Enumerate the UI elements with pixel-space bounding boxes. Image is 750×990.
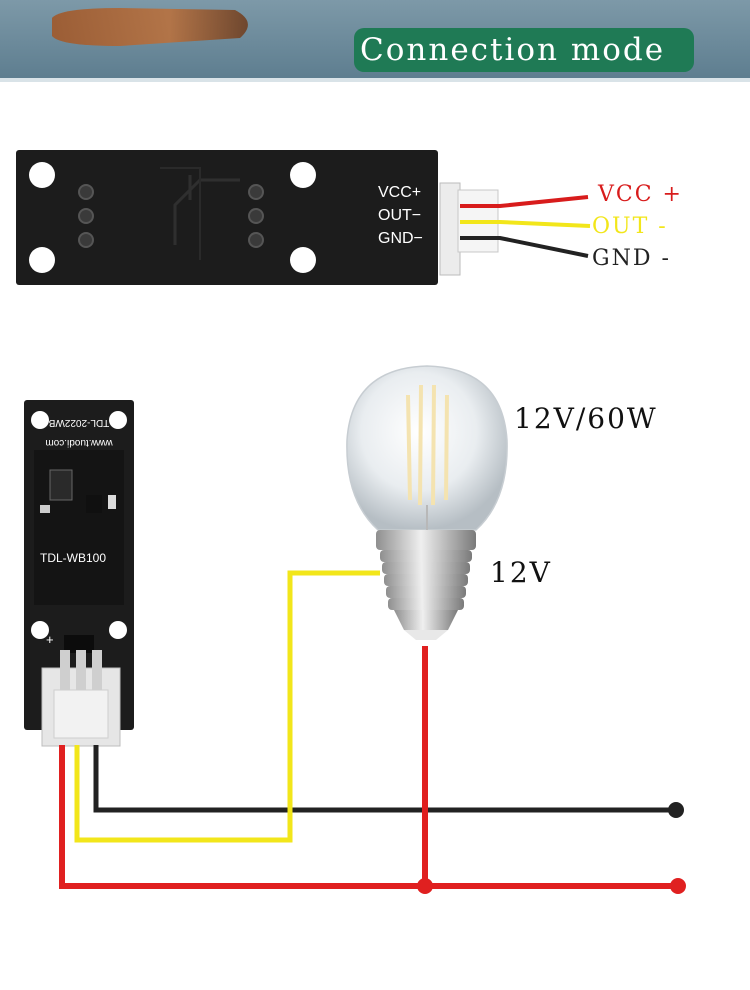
wire-vcc [59, 745, 678, 889]
wire-out [74, 570, 380, 843]
wire-label-gnd: GND - [592, 246, 671, 271]
pin-label-gnd: GND− [378, 230, 423, 247]
sensor-board-left [24, 400, 134, 747]
board-model: TDL-WB100 [40, 551, 107, 565]
lamp-voltage: 12V [490, 556, 552, 589]
board-model-code: TDL-2022WB [48, 417, 110, 428]
wire-label-vcc: VCC + [598, 182, 683, 207]
lamp-rating: 12V/60W [514, 402, 658, 435]
pin-label-out: OUT− [378, 207, 422, 224]
wire-label-out: OUT - [592, 214, 668, 239]
board-url: www.tuodi.com [45, 437, 113, 448]
board-plus-mark: + [46, 632, 54, 647]
junction-dot [417, 878, 433, 894]
terminal-vcc [670, 878, 686, 894]
sensor-board-top [16, 150, 499, 285]
top-wire-leads [460, 195, 591, 258]
bulb [346, 365, 508, 640]
wire-gnd [93, 745, 676, 813]
page-title: Connection mode [354, 28, 694, 72]
header-divider [0, 78, 750, 82]
terminal-gnd [668, 802, 684, 818]
header-decoration [52, 8, 248, 46]
pin-label-vcc: VCC+ [378, 184, 422, 201]
